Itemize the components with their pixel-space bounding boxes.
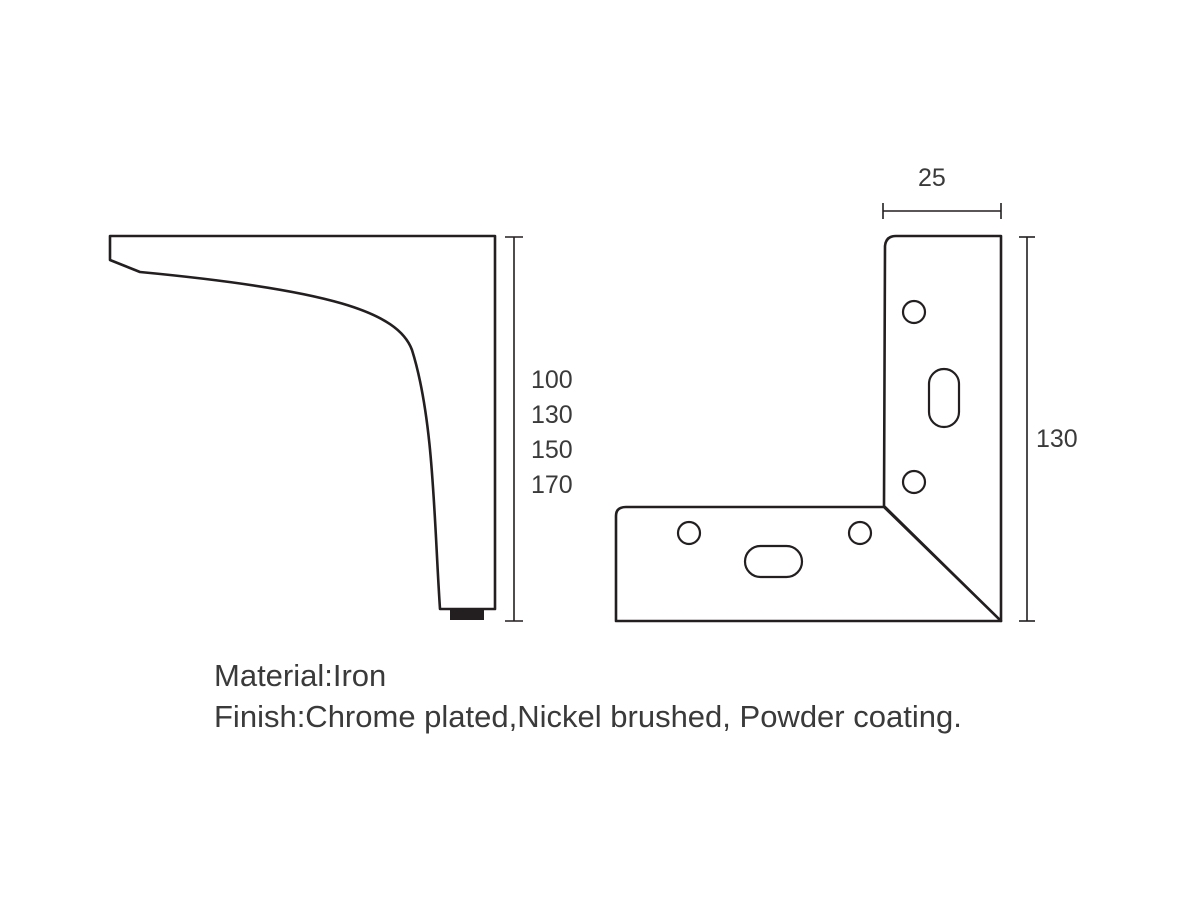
- bracket-width-dimension: [882, 203, 1002, 219]
- finish-spec: Finish:Chrome plated,Nickel brushed, Pow…: [214, 699, 962, 734]
- leg-foot-pad: [450, 609, 484, 620]
- bracket-slot-hole: [743, 544, 804, 579]
- bracket-screw-hole: [901, 469, 927, 495]
- bracket-height-label: 130: [1036, 425, 1078, 453]
- bracket-vertical-plate: [882, 234, 1003, 623]
- bracket-screw-hole: [901, 299, 927, 325]
- bracket-horizontal-plate: [614, 505, 1003, 623]
- height-option-100: 100: [531, 366, 573, 394]
- leg-height-dimension: [505, 236, 523, 622]
- bracket-view: 25 130: [614, 164, 1078, 623]
- bracket-slot-hole: [927, 367, 961, 429]
- bracket-screw-hole: [847, 520, 873, 546]
- leg-profile: [108, 234, 497, 611]
- material-spec: Material:Iron: [214, 658, 387, 693]
- bracket-screw-hole: [676, 520, 702, 546]
- height-option-130: 130: [531, 401, 573, 429]
- height-option-170: 170: [531, 471, 573, 499]
- leg-side-view: 100 130 150 170: [108, 234, 573, 622]
- bracket-width-label: 25: [918, 164, 946, 192]
- height-option-150: 150: [531, 436, 573, 464]
- bracket-height-dimension: [1019, 236, 1035, 622]
